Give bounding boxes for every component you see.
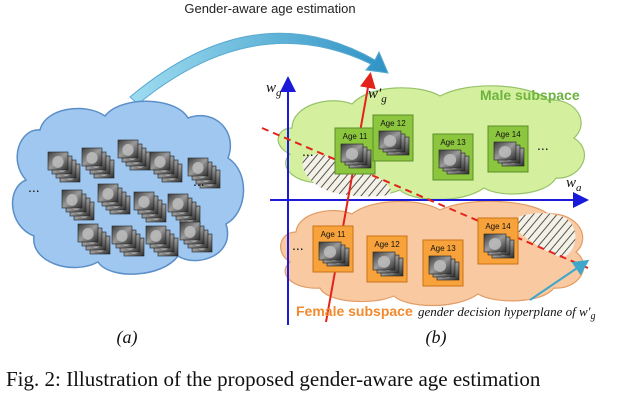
vertical-axis-label: wg <box>266 80 282 99</box>
face-stack <box>187 157 221 189</box>
face-thumbnail <box>149 151 171 171</box>
face-thumbnail <box>111 225 133 245</box>
horizontal-axis-label-main: w <box>566 175 576 191</box>
ellipsis-left: ... <box>28 179 40 195</box>
female-age-label: Age 12 <box>374 240 400 249</box>
male-age-groups: Age 11 Age 12 Age 13 Age 14 <box>334 114 529 181</box>
face-thumbnail <box>167 193 189 213</box>
male-age-label: Age 12 <box>380 119 406 128</box>
face-stack <box>167 193 201 225</box>
female-ambiguous-region <box>508 213 576 258</box>
face-stack <box>133 191 167 223</box>
face-thumbnail <box>133 191 155 211</box>
male-age-label: Age 11 <box>343 132 368 141</box>
decision-label-arrow <box>529 259 590 301</box>
hyperplane-axis-label: w'g <box>368 86 387 105</box>
panel-a-label: (a) <box>117 327 138 348</box>
face-stack <box>111 225 145 257</box>
face-thumbnail <box>318 241 342 261</box>
ellipsis-right: ... <box>193 173 205 189</box>
face-stack <box>81 147 115 179</box>
female-left-ellipsis: ... <box>292 237 304 253</box>
female-age-group: Age 14 <box>477 217 519 265</box>
horizontal-axis-label: wa <box>566 175 582 194</box>
face-thumbnail <box>340 143 364 163</box>
decision-hyperplane-label-main: gender decision hyperplane of w' <box>418 304 591 319</box>
female-subspace-label: Female subspace <box>296 303 413 319</box>
decision-hyperplane-label-sub: g <box>590 311 595 322</box>
male-age-group: Age 13 <box>432 133 474 181</box>
face-thumbnail <box>428 255 452 275</box>
decision-hyperplane-label: gender decision hyperplane of w'g <box>418 304 595 322</box>
male-right-ellipsis: ... <box>537 137 549 153</box>
male-age-group: Age 12 <box>372 114 414 162</box>
vertical-axis-label-main: w <box>266 80 276 96</box>
male-subspace-label: Male subspace <box>480 87 580 103</box>
female-age-label: Age 14 <box>485 222 511 231</box>
face-thumbnail <box>117 139 139 159</box>
hyperplane-axis <box>325 72 376 323</box>
face-thumbnail <box>187 157 209 177</box>
male-age-label: Age 13 <box>440 138 466 147</box>
figure-title: Gender-aware age estimation <box>184 1 355 16</box>
face-stack <box>179 221 213 253</box>
face-thumbnail <box>145 225 167 245</box>
face-thumbnail <box>61 189 83 209</box>
caption-strip: Fig. 2: Illustration of the proposed gen… <box>0 366 640 407</box>
face-thumbnail <box>372 251 396 271</box>
transform-arrow <box>129 32 389 105</box>
face-stack <box>117 139 151 171</box>
face-stack <box>47 151 81 183</box>
face-thumbnail <box>179 221 201 241</box>
figure-caption: Fig. 2: Illustration of the proposed gen… <box>6 367 541 391</box>
horizontal-axis-label-sub: a <box>576 182 582 194</box>
face-thumbnail <box>77 223 99 243</box>
face-thumbnail <box>493 141 517 161</box>
female-age-group: Age 11 <box>312 225 354 273</box>
panel-b-label: (b) <box>426 327 447 348</box>
face-stack <box>97 183 131 215</box>
male-age-group: Age 14 <box>487 125 529 173</box>
female-age-groups: Age 11 Age 12 Age 13 Age 14 <box>312 217 519 287</box>
male-left-ellipsis: ... <box>302 143 314 159</box>
male-ambiguous-region <box>302 154 391 197</box>
face-stack <box>61 189 95 221</box>
female-age-label: Age 13 <box>430 244 456 253</box>
face-stacks <box>47 139 221 257</box>
hyperplane-axis-label-main: w' <box>368 86 382 102</box>
male-age-label: Age 14 <box>495 130 521 139</box>
female-age-group: Age 13 <box>422 239 464 287</box>
female-age-group: Age 12 <box>366 235 408 283</box>
face-stack <box>149 151 183 183</box>
female-age-label: Age 11 <box>321 230 346 239</box>
face-thumbnail <box>438 149 462 169</box>
vertical-axis-label-sub: g <box>276 87 282 99</box>
face-thumbnail <box>378 130 402 150</box>
face-thumbnail <box>483 233 507 253</box>
face-thumbnail <box>47 151 69 171</box>
hyperplane-axis-label-sub: g <box>381 93 387 105</box>
male-age-group: Age 11 <box>334 127 376 175</box>
face-thumbnail <box>81 147 103 167</box>
face-thumbnail <box>97 183 119 203</box>
face-stack <box>145 225 179 257</box>
face-stack <box>77 223 111 255</box>
